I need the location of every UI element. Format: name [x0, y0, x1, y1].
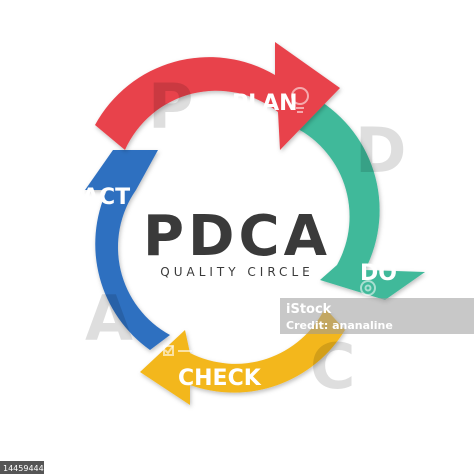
segment-check-band [140, 308, 345, 405]
center-subtitle: QUALITY CIRCLE [160, 265, 313, 279]
segment-check-label: CHECK [178, 366, 262, 391]
segment-do [290, 95, 425, 300]
segment-act-letter: A [85, 282, 133, 355]
watermark-credit: Credit: ananaline [286, 319, 393, 332]
segment-do-letter: D [355, 114, 406, 187]
center-title: PDCA [143, 204, 331, 269]
gear-icon [360, 280, 376, 296]
segment-act-band [85, 150, 170, 350]
target-icon [73, 147, 99, 173]
segment-do-band [290, 95, 425, 300]
segment-plan-label: PLAN [232, 91, 298, 116]
watermark-banner [280, 298, 474, 334]
stock-watermark: iStock Credit: ananaline [280, 298, 474, 334]
segment-check [140, 308, 345, 405]
segment-check-letter: C [310, 330, 356, 403]
stock-id-bar [0, 461, 44, 474]
segment-do-label: DO [360, 261, 397, 286]
watermark-brand: iStock [286, 302, 332, 317]
stock-id-text: 1445944491 [3, 464, 54, 473]
segment-plan-band [95, 42, 340, 150]
segment-plan-letter: P [148, 70, 193, 143]
segment-plan [95, 42, 340, 150]
lightbulb-icon [291, 87, 309, 113]
checklist-icon [163, 345, 192, 356]
segment-act [85, 150, 170, 350]
segment-act-label: ACT [82, 185, 130, 210]
